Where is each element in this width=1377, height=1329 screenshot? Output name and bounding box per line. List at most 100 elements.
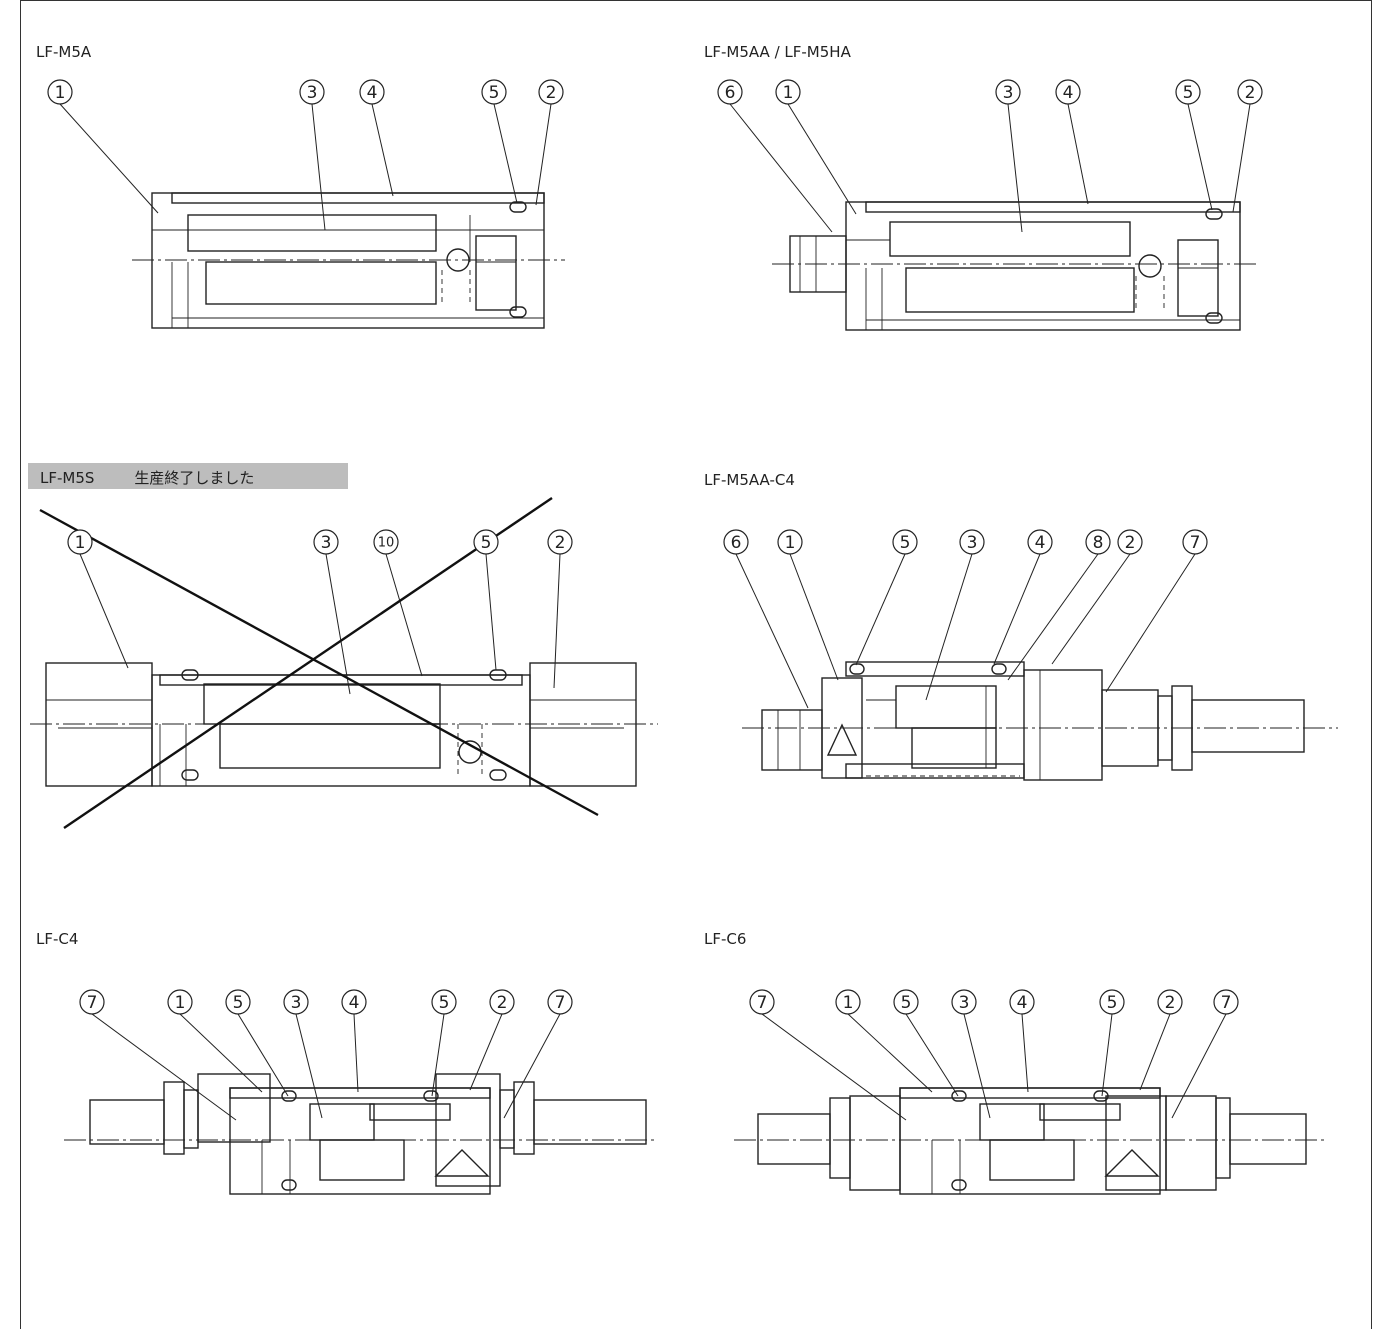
p4-callout-1-text: 1 [785, 533, 796, 553]
p4-callout-2-text: 2 [1125, 533, 1136, 553]
p2-callout-3: 3 [995, 79, 1021, 105]
p5-callout-7a-text: 7 [87, 993, 98, 1013]
p6-callout-7b-text: 7 [1221, 993, 1232, 1013]
p1-callout-5-text: 5 [489, 83, 500, 103]
p5-callout-5b: 5 [431, 989, 457, 1015]
p2-callout-2-text: 2 [1245, 83, 1256, 103]
p2-callout-6-text: 6 [725, 83, 736, 103]
p6-callout-3: 3 [951, 989, 977, 1015]
p6-callout-2-text: 2 [1165, 993, 1176, 1013]
panel-title-lf-m5aa-c4: LF-M5AA-C4 [704, 471, 795, 489]
p3-callout-2: 2 [547, 529, 573, 555]
p5-callout-5a-text: 5 [233, 993, 244, 1013]
p5-callout-4-text: 4 [349, 993, 360, 1013]
p5-callout-7a: 7 [79, 989, 105, 1015]
p3-callout-1: 1 [67, 529, 93, 555]
p6-callout-1: 1 [835, 989, 861, 1015]
p5-callout-2-text: 2 [497, 993, 508, 1013]
p5-callout-5b-text: 5 [439, 993, 450, 1013]
p5-callout-1-text: 1 [175, 993, 186, 1013]
drawing-frame [20, 0, 1372, 1329]
p6-callout-5b: 5 [1099, 989, 1125, 1015]
p2-callout-3-text: 3 [1003, 83, 1014, 103]
p1-callout-5: 5 [481, 79, 507, 105]
p4-callout-1: 1 [777, 529, 803, 555]
discontinued-note: 生産終了しました [134, 469, 255, 487]
p3-callout-10-text: 10 [378, 536, 395, 551]
p5-callout-7b-text: 7 [555, 993, 566, 1013]
p5-callout-4: 4 [341, 989, 367, 1015]
lf-m5aa-drawing [772, 201, 1258, 331]
p4-callout-3-text: 3 [967, 533, 978, 553]
p4-callout-4-text: 4 [1035, 533, 1046, 553]
lf-c6-drawing [734, 1087, 1326, 1195]
p5-callout-1: 1 [167, 989, 193, 1015]
p6-callout-1-text: 1 [843, 993, 854, 1013]
p4-callout-8: 8 [1085, 529, 1111, 555]
p4-callout-7: 7 [1182, 529, 1208, 555]
p3-callout-10: 10 [373, 529, 399, 555]
p1-callout-2: 2 [538, 79, 564, 105]
lf-c4-leaders [91, 1013, 561, 1121]
p4-callout-7-text: 7 [1190, 533, 1201, 553]
p2-callout-1-text: 1 [783, 83, 794, 103]
panel-title-lf-c6: LF-C6 [704, 930, 747, 948]
p5-callout-5a: 5 [225, 989, 251, 1015]
lf-c4-drawing [64, 1073, 656, 1195]
p2-callout-4: 4 [1055, 79, 1081, 105]
lf-c6-leaders [761, 1013, 1227, 1121]
panel-title-lf-c4: LF-C4 [36, 930, 79, 948]
lf-m5a-drawing [132, 192, 565, 329]
p4-callout-5: 5 [892, 529, 918, 555]
p3-callout-1-text: 1 [75, 533, 86, 553]
p2-callout-4-text: 4 [1063, 83, 1074, 103]
p3-callout-3: 3 [313, 529, 339, 555]
p5-callout-3: 3 [283, 989, 309, 1015]
p6-callout-7a-text: 7 [757, 993, 768, 1013]
p3-callout-5-text: 5 [481, 533, 492, 553]
p4-callout-3: 3 [959, 529, 985, 555]
p3-callout-2-text: 2 [555, 533, 566, 553]
p2-callout-1: 1 [775, 79, 801, 105]
p3-callout-5: 5 [473, 529, 499, 555]
p6-callout-3-text: 3 [959, 993, 970, 1013]
p4-callout-6-text: 6 [731, 533, 742, 553]
lf-m5s-leaders [79, 553, 561, 695]
p1-callout-2-text: 2 [546, 83, 557, 103]
discontinued-cross-mark [39, 497, 599, 829]
p4-callout-5-text: 5 [900, 533, 911, 553]
p6-callout-7b: 7 [1213, 989, 1239, 1015]
p6-callout-4-text: 4 [1017, 993, 1028, 1013]
panel-title-lf-m5aa: LF-M5AA / LF-M5HA [704, 43, 851, 61]
p2-callout-2: 2 [1237, 79, 1263, 105]
p6-callout-7a: 7 [749, 989, 775, 1015]
p6-callout-4: 4 [1009, 989, 1035, 1015]
p2-callout-5: 5 [1175, 79, 1201, 105]
p1-callout-4: 4 [359, 79, 385, 105]
p6-callout-2: 2 [1157, 989, 1183, 1015]
p5-callout-3-text: 3 [291, 993, 302, 1013]
lf-m5aa-c4-leaders [735, 553, 1196, 709]
p6-callout-5a: 5 [893, 989, 919, 1015]
p1-callout-3: 3 [299, 79, 325, 105]
banner-model: LF-M5S [40, 469, 95, 487]
p4-callout-2: 2 [1117, 529, 1143, 555]
panel-title-lf-m5s: LF-M5S 生産終了しました [28, 463, 348, 489]
lf-m5s-drawing [30, 662, 658, 787]
lf-m5a-leaders [59, 103, 552, 231]
lf-m5aa-leaders [729, 103, 1251, 233]
p5-callout-2: 2 [489, 989, 515, 1015]
p1-callout-1-text: 1 [55, 83, 66, 103]
p4-callout-6: 6 [723, 529, 749, 555]
p2-callout-5-text: 5 [1183, 83, 1194, 103]
p3-callout-3-text: 3 [321, 533, 332, 553]
p2-callout-6: 6 [717, 79, 743, 105]
p1-callout-4-text: 4 [367, 83, 378, 103]
p6-callout-5b-text: 5 [1107, 993, 1118, 1013]
lf-m5aa-c4-drawing [742, 661, 1338, 781]
p6-callout-5a-text: 5 [901, 993, 912, 1013]
p4-callout-8-text: 8 [1093, 533, 1104, 553]
p1-callout-3-text: 3 [307, 83, 318, 103]
panel-title-lf-m5a: LF-M5A [36, 43, 92, 61]
